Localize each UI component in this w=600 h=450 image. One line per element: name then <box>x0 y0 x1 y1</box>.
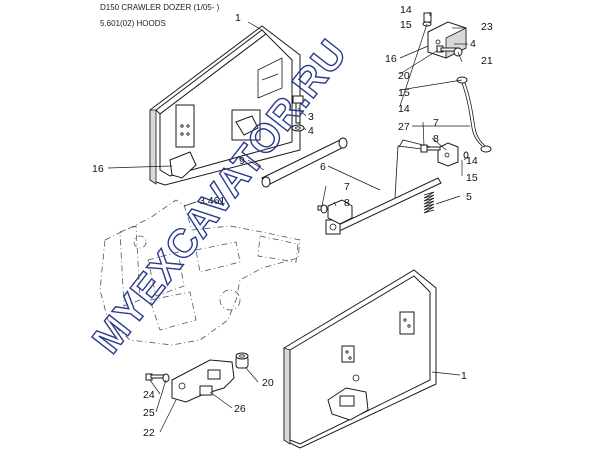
spring-5 <box>423 191 435 214</box>
callout-14-right: 14 <box>466 155 478 167</box>
callout-3461: 3.461 <box>199 195 225 207</box>
callout-15-top: 15 <box>400 19 412 31</box>
diagram-subtitle: 5.601(02) HOODS <box>100 19 166 28</box>
bracket-8-lower <box>317 199 353 225</box>
callout-26: 26 <box>234 403 246 415</box>
callout-9: 9 <box>239 155 245 167</box>
callout-21: 21 <box>481 55 493 67</box>
callout-20-lower: 20 <box>262 377 274 389</box>
callout-14-mid: 14 <box>398 103 410 115</box>
callout-23: 23 <box>481 21 493 33</box>
upper-hood-panel <box>149 25 301 186</box>
machine-frame-outline <box>99 199 301 346</box>
support-rod-9 <box>261 137 348 188</box>
callout-22: 22 <box>143 427 155 439</box>
callout-1-upper: 1 <box>235 12 241 24</box>
callout-6: 6 <box>320 161 326 173</box>
callout-7-lower: 7 <box>344 181 350 193</box>
callout-24: 24 <box>143 389 155 401</box>
callout-8-lower: 8 <box>344 197 350 209</box>
callout-20-top: 20 <box>398 70 410 82</box>
callout-1-lower: 1 <box>461 370 467 382</box>
callout-8-upper: 8 <box>433 133 439 145</box>
bushing-20 <box>235 352 249 369</box>
lower-hood-panel <box>283 269 437 449</box>
pin-24-washer-25 <box>145 373 170 383</box>
callout-4-upper: 4 <box>308 125 314 137</box>
callout-25: 25 <box>143 407 155 419</box>
latch-rod-6 <box>325 139 442 235</box>
callout-3-upper: 3 <box>308 111 314 123</box>
callout-7-upper: 7 <box>433 117 439 129</box>
callout-14-top: 14 <box>400 4 412 16</box>
callout-16-top: 16 <box>385 53 397 65</box>
callout-27: 27 <box>398 121 410 133</box>
cable-27 <box>456 76 492 153</box>
callout-labels: 1 14 15 23 16 4 21 20 15 14 27 3 4 7 8 9… <box>92 4 493 439</box>
bracket-8-upper <box>420 142 469 167</box>
bolt-3-upper <box>291 95 305 132</box>
callout-4-top: 4 <box>470 38 476 50</box>
callout-15-right: 15 <box>466 172 478 184</box>
diagram-title: D150 CRAWLER DOZER (1/05- ) <box>100 3 220 12</box>
latch-bracket-22 <box>171 359 235 403</box>
callout-16-left: 16 <box>92 163 104 175</box>
bracket-23 <box>422 12 467 59</box>
callout-5: 5 <box>466 191 472 203</box>
callout-15-mid: 15 <box>398 87 410 99</box>
leader-lines <box>107 12 470 433</box>
